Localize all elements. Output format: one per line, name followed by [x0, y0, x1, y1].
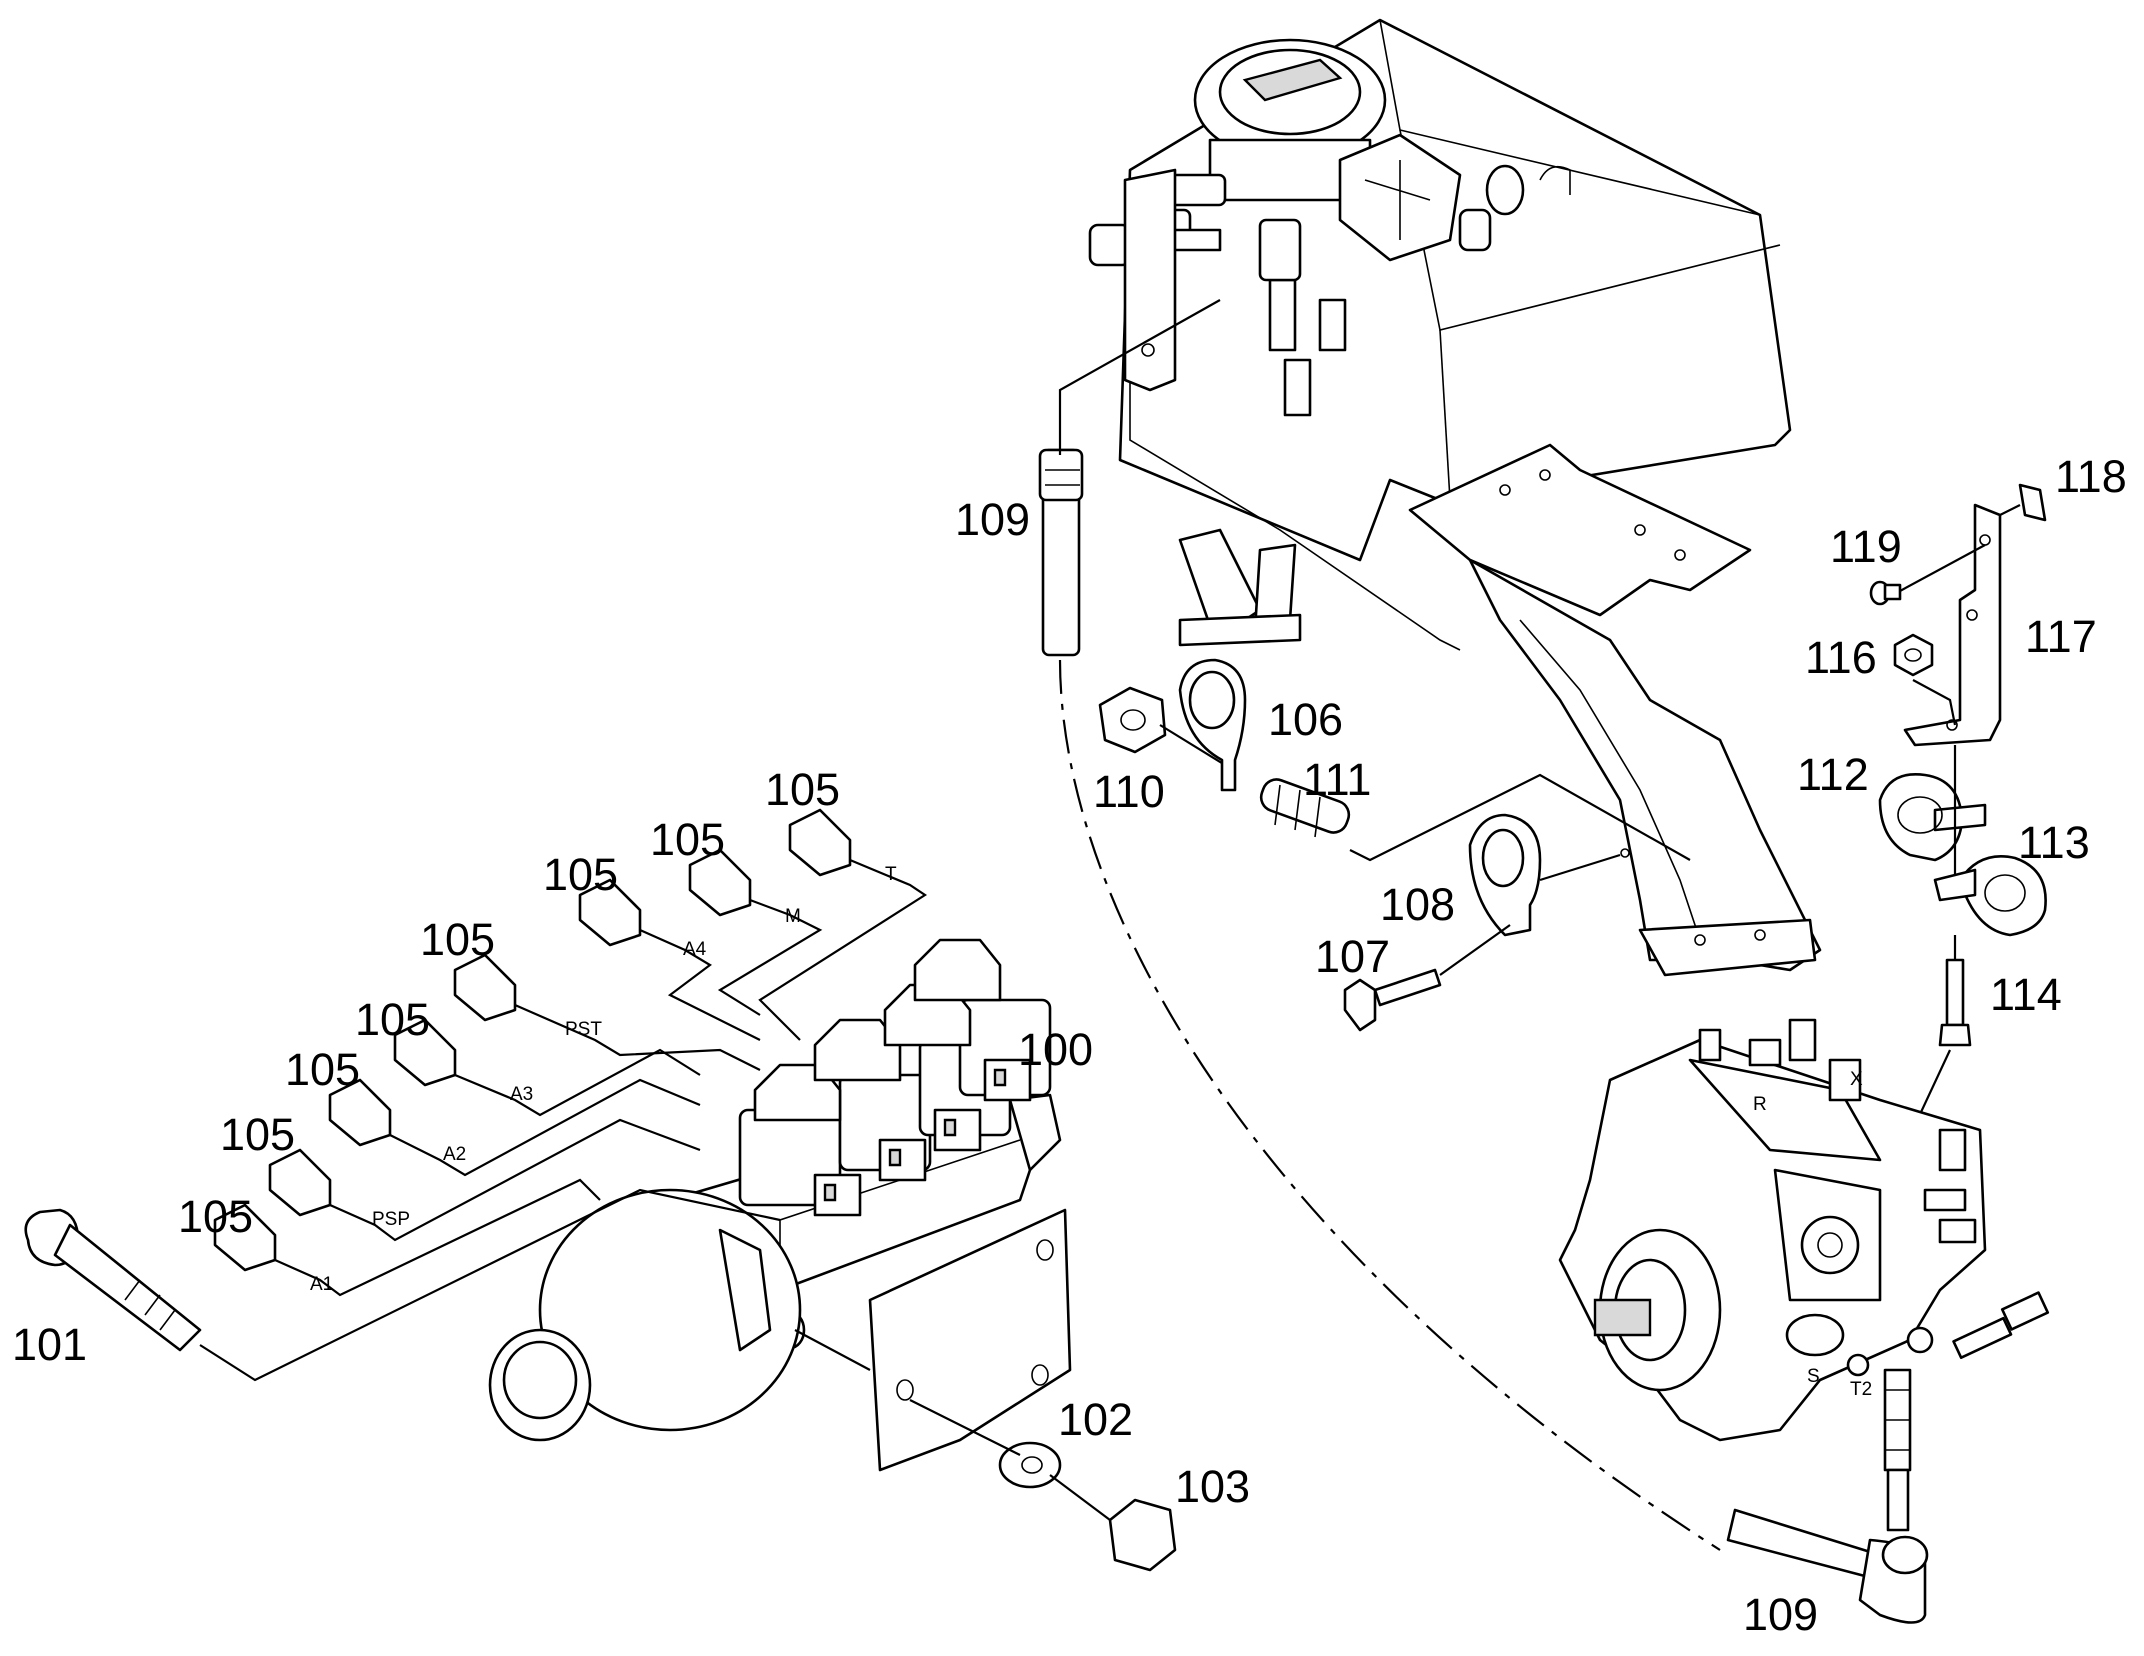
callout-114: 114	[1990, 969, 2062, 1020]
bolt-107	[1345, 925, 1510, 1030]
callout-112: 112	[1797, 749, 1869, 800]
fitting-105-a3	[395, 1020, 700, 1115]
screw-119	[1871, 545, 1985, 604]
callout-105-t: 105	[765, 764, 840, 815]
clamp-112	[1880, 774, 1985, 860]
fitting-105-t	[760, 810, 925, 1040]
fitting-105-m	[690, 850, 820, 1015]
nut-103	[1110, 1500, 1175, 1570]
rubber-spacer-111	[1257, 775, 1690, 860]
callout-105-a2: 105	[285, 1044, 360, 1095]
fitting-105-psp	[270, 1120, 700, 1240]
callout-107: 107	[1315, 931, 1390, 982]
fitting-105-pst	[455, 955, 760, 1070]
clamp-108	[1470, 815, 1629, 935]
callout-111: 111	[1303, 754, 1371, 805]
port-label-a4: A4	[683, 939, 707, 960]
leader-plate-washer-nut	[795, 1330, 1110, 1520]
callout-103: 103	[1175, 1461, 1250, 1512]
clamp-113	[1935, 745, 2046, 935]
hose-109-upper	[1040, 300, 1220, 655]
callout-109-upper: 109	[955, 494, 1030, 545]
fitting-105-a1	[215, 1180, 600, 1295]
callout-110: 110	[1093, 766, 1165, 817]
port-label-t: T	[885, 864, 897, 885]
callout-109-lower: 109	[1743, 1589, 1818, 1640]
port-label-a1: A1	[310, 1274, 333, 1295]
callout-117: 117	[2025, 611, 2097, 662]
callout-105-psp: 105	[220, 1109, 295, 1160]
callout-106: 106	[1268, 694, 1343, 745]
clip-118	[2000, 485, 2045, 520]
port-label-pst: PST	[565, 1019, 602, 1040]
clamp-106	[1180, 660, 1245, 790]
hydraulic-pump	[1560, 1020, 2048, 1530]
hose-routing-arc	[1060, 660, 1720, 1550]
nut-110	[1100, 688, 1225, 765]
port-label-psp: PSP	[372, 1209, 410, 1230]
port-label-x: X	[1850, 1069, 1863, 1090]
callout-105-a4: 105	[543, 849, 618, 900]
callout-108: 108	[1380, 879, 1455, 930]
callout-118: 118	[2055, 451, 2127, 502]
bolt-101	[26, 1190, 780, 1380]
nut-116	[1895, 635, 1955, 725]
callout-105-a3: 105	[355, 994, 430, 1045]
hose-109-lower	[1728, 1510, 1927, 1623]
port-label-r: R	[1753, 1094, 1767, 1115]
callout-116: 116	[1805, 632, 1877, 683]
fitting-105-a4	[580, 880, 760, 1040]
accumulator	[490, 1190, 800, 1440]
hydraulic-tank	[1090, 20, 1820, 975]
port-label-a3: A3	[510, 1084, 533, 1105]
callout-105-pst: 105	[420, 914, 495, 965]
fitting-105-a2	[330, 1080, 700, 1175]
callout-105-m: 105	[650, 814, 725, 865]
callout-113: 113	[2018, 817, 2090, 868]
port-label-a2: A2	[443, 1144, 466, 1165]
callout-119: 119	[1830, 521, 1902, 572]
callout-105-a1: 105	[178, 1191, 253, 1242]
port-label-s: S	[1807, 1366, 1820, 1387]
callout-100: 100	[1018, 1024, 1093, 1075]
callout-102: 102	[1058, 1394, 1133, 1445]
washer-102	[1000, 1443, 1060, 1487]
callout-101: 101	[12, 1319, 87, 1370]
port-label-t2: T2	[1850, 1379, 1872, 1400]
port-label-m: M	[785, 906, 801, 927]
